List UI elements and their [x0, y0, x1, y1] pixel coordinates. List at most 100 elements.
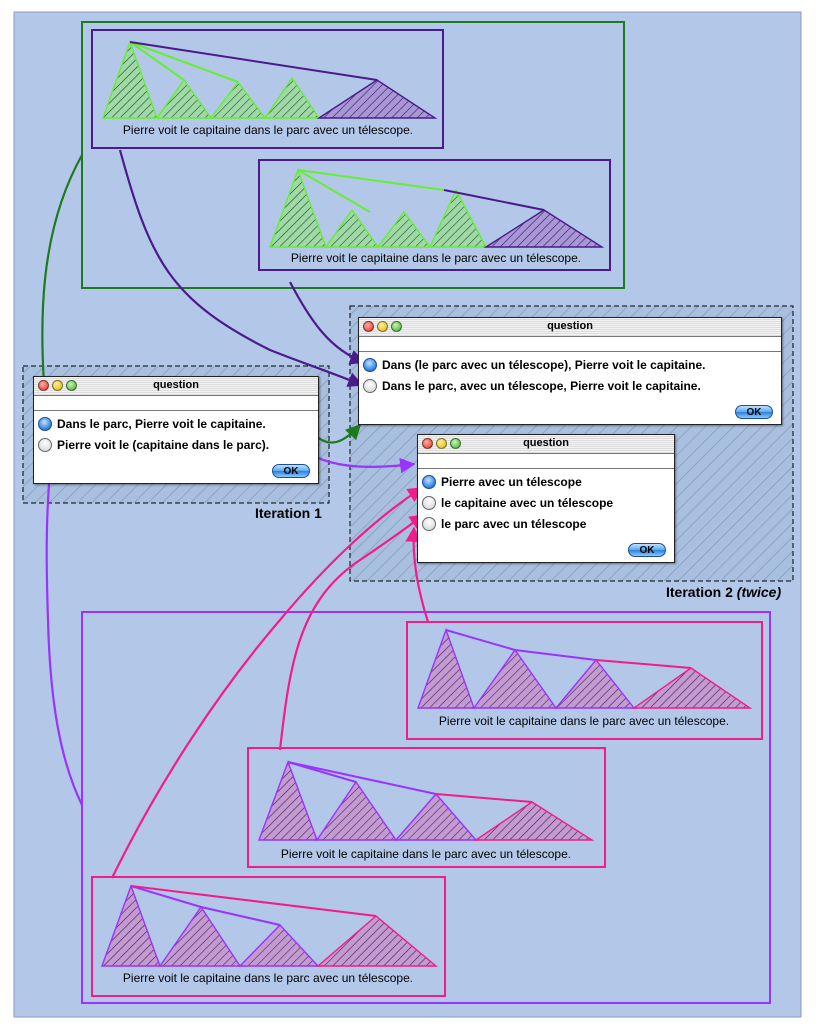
tree-triangle-1 — [102, 39, 158, 119]
tree-triangle-2 — [472, 648, 558, 709]
dialog-titlebar: question — [418, 435, 674, 454]
tree-triangle-1 — [417, 627, 475, 709]
option-label: le capitaine avec un télescope — [441, 495, 614, 510]
arrow-violet-iter1-to-iter2b — [311, 454, 416, 474]
tree-triangle-4 — [631, 667, 753, 709]
radio-unselected-icon[interactable] — [422, 495, 436, 510]
option-row[interactable]: le capitaine avec un télescope — [418, 492, 674, 513]
tree-triangle-1 — [269, 167, 327, 248]
tree-triangle-3 — [238, 923, 320, 967]
tree-branch-2 — [297, 169, 445, 191]
tree-branch-3 — [435, 793, 533, 803]
tree-triangle-3 — [209, 80, 267, 119]
question-dialog-iteration2-a: question Dans (le parc avec un télescope… — [358, 317, 782, 425]
tree-branch-2 — [287, 761, 437, 795]
tree-triangle-5 — [316, 79, 438, 119]
radio-selected-icon[interactable] — [422, 474, 436, 489]
option-label: Pierre avec un télescope — [441, 474, 582, 489]
iteration2-label-text: Iteration 2 — [666, 584, 733, 600]
tree-branch-2 — [129, 41, 239, 83]
option-row[interactable]: Dans le parc, avec un télescope, Pierre … — [359, 375, 781, 396]
option-row[interactable]: Dans le parc, Pierre voit le capitaine. — [34, 413, 318, 434]
tree-triangle-2 — [324, 208, 380, 248]
option-label: Dans (le parc avec un télescope), Pierre… — [382, 357, 706, 372]
parse-tree-panel: Pierre voit le capitaine dans le parc av… — [406, 621, 763, 740]
radio-unselected-icon[interactable] — [363, 378, 377, 393]
tree-branch-1 — [445, 629, 516, 651]
tree-sentence: Pierre voit le capitaine dans le parc av… — [123, 123, 413, 137]
ok-button[interactable]: OK — [735, 405, 773, 419]
arrow-purple-top-tree — [118, 149, 364, 387]
option-label: Pierre voit le (capitaine dans le parc). — [57, 437, 270, 452]
tree-sentence: Pierre voit le capitaine dans le parc av… — [291, 251, 581, 265]
arrow-pink-bottom-tree — [111, 487, 424, 879]
tree-triangle-2 — [155, 78, 213, 119]
tree-branch-1 — [130, 885, 202, 908]
radio-unselected-icon[interactable] — [38, 437, 52, 452]
iteration1-label: Iteration 1 — [255, 505, 322, 521]
tree-branch-2 — [200, 906, 281, 926]
zoom-light-icon[interactable] — [391, 321, 402, 332]
option-label: Dans le parc, avec un télescope, Pierre … — [382, 378, 701, 393]
tree-triangle-1 — [257, 759, 319, 841]
tree-triangle-4 — [316, 915, 438, 967]
zoom-light-icon[interactable] — [450, 438, 461, 449]
iteration2-label: Iteration 2 (twice) — [666, 584, 781, 600]
tree-triangle-2 — [158, 905, 242, 967]
tree-triangle-1 — [101, 883, 161, 967]
tree-sentence: Pierre voit le capitaine dans le parc av… — [281, 847, 571, 861]
tree-branch-3 — [443, 189, 545, 211]
option-row[interactable]: Pierre avec un télescope — [418, 471, 674, 492]
tree-sentence: Pierre voit le capitaine dans le parc av… — [123, 971, 413, 985]
tree-triangle-2 — [315, 780, 398, 841]
ok-button[interactable]: OK — [628, 543, 666, 557]
dialog-title: question — [547, 320, 593, 332]
tree-branch-3 — [129, 41, 378, 81]
arrow-pink-top-tree — [405, 526, 430, 623]
tree-triangle-5 — [483, 209, 605, 248]
parse-tree-panel: Pierre voit le capitaine dans le parc av… — [91, 876, 446, 997]
iteration2-label-suffix: (twice) — [736, 584, 782, 600]
close-light-icon[interactable] — [363, 321, 374, 332]
close-light-icon[interactable] — [422, 438, 433, 449]
option-label: Dans le parc, Pierre voit le capitaine. — [57, 416, 266, 431]
dialog-titlebar: question — [34, 377, 318, 396]
arrow-violet-group-to-iter1 — [41, 468, 83, 806]
parse-tree-panel: Pierre voit le capitaine dans le parc av… — [258, 159, 611, 271]
close-light-icon[interactable] — [38, 380, 49, 391]
tree-triangle-3 — [394, 792, 478, 841]
radio-selected-icon[interactable] — [38, 416, 52, 431]
arrow-purple-second-tree — [289, 281, 366, 365]
zoom-light-icon[interactable] — [66, 380, 77, 391]
tree-triangle-4 — [473, 801, 595, 841]
dialog-title: question — [153, 379, 199, 391]
radio-unselected-icon[interactable] — [422, 516, 436, 531]
tree-branch-1 — [297, 169, 371, 213]
tree-triangle-4 — [263, 76, 321, 119]
option-row[interactable]: le parc avec un télescope — [418, 513, 674, 534]
tree-triangle-3 — [376, 210, 432, 248]
question-dialog-iteration1: question Dans le parc, Pierre voit le ca… — [33, 376, 319, 484]
tree-triangle-3 — [554, 658, 636, 709]
question-dialog-iteration2-b: question Pierre avec un télescope le cap… — [417, 434, 675, 563]
tree-branch-1 — [129, 41, 185, 81]
dialog-title: question — [523, 437, 569, 449]
tree-branch-3 — [130, 885, 377, 917]
option-label: le parc avec un télescope — [441, 516, 587, 531]
option-row[interactable]: Dans (le parc avec un télescope), Pierre… — [359, 354, 781, 375]
minimize-light-icon[interactable] — [436, 438, 447, 449]
arrow-pink-mid-tree — [278, 514, 426, 751]
minimize-light-icon[interactable] — [52, 380, 63, 391]
option-row[interactable]: Pierre voit le (capitaine dans le parc). — [34, 434, 318, 455]
radio-selected-icon[interactable] — [363, 357, 377, 372]
parse-tree-panel: Pierre voit le capitaine dans le parc av… — [91, 29, 444, 149]
tree-sentence: Pierre voit le capitaine dans le parc av… — [439, 714, 729, 728]
tree-triangle-4 — [428, 188, 488, 248]
parse-tree-panel: Pierre voit le capitaine dans le parc av… — [247, 747, 606, 868]
tree-branch-3 — [595, 659, 692, 669]
dialog-titlebar: question — [359, 318, 781, 337]
ok-button[interactable]: OK — [272, 464, 310, 478]
minimize-light-icon[interactable] — [377, 321, 388, 332]
tree-branch-2 — [514, 649, 597, 661]
